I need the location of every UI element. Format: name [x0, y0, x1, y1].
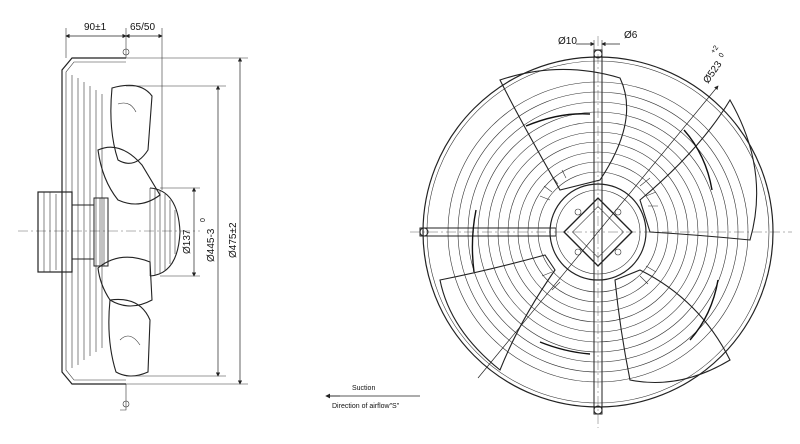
side-rotor	[149, 187, 181, 277]
dim-guard-diameter-top: 0	[200, 218, 207, 222]
dim-guard-diameter: Ø445-3	[206, 228, 217, 262]
side-blades	[97, 84, 161, 377]
front-blade-slots	[471, 113, 719, 355]
side-dimensions	[65, 28, 248, 385]
dim-ring-diameter: Ø475±2	[228, 222, 239, 258]
dim-outer-tol-zero: 0	[718, 52, 726, 59]
front-blades	[439, 68, 758, 384]
side-guard-wires	[71, 75, 103, 368]
legend-direction: Direction of airflow"S"	[332, 403, 400, 410]
legend-suction: Suction	[352, 385, 375, 392]
airflow-legend: Suction Direction of airflow"S"	[325, 385, 420, 410]
dim-hub-diameter: Ø137	[182, 229, 193, 254]
front-hub	[539, 169, 658, 291]
side-view: 90±1 65/50 Ø137 0 Ø445-3 Ø475±2	[18, 22, 248, 411]
front-view: Ø10 Ø6 Ø523 +2 0	[410, 30, 792, 428]
side-motor	[37, 191, 109, 273]
dim-hole-diameter: Ø10	[558, 36, 577, 47]
dim-outer-diameter: Ø523	[701, 59, 724, 86]
front-guard-rings	[447, 81, 749, 383]
front-outer-ring	[422, 56, 774, 408]
dim-outer-tol-plus: +2	[710, 45, 720, 56]
dim-bolt-diameter: Ø6	[624, 30, 638, 41]
front-dimensions	[477, 40, 719, 379]
side-ring-profile	[61, 48, 130, 411]
dim-depth-total: 90±1	[84, 22, 107, 33]
dim-depth-partial: 65/50	[130, 22, 155, 33]
